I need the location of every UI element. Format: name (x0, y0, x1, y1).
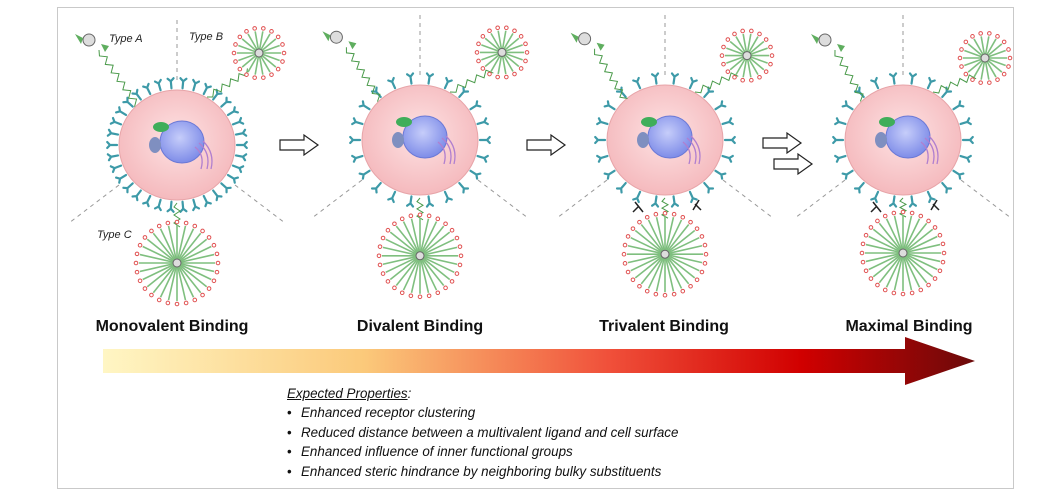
stage-label-divalent: Divalent Binding (356, 318, 484, 335)
type-c-label: Type C (97, 229, 132, 241)
process-arrows (279, 131, 814, 176)
type-a-ligand (322, 30, 357, 50)
vesicle (392, 132, 404, 148)
stage-arrow-3a (762, 131, 803, 155)
ligand-tether (98, 49, 138, 107)
cells-layer (68, 12, 1013, 307)
receptors (594, 72, 736, 208)
guide-line (234, 184, 286, 224)
type-b-ligand (957, 31, 1013, 85)
type-b-ligand (474, 25, 530, 80)
mitochondrion (396, 117, 412, 127)
property-item: Enhanced receptor clustering (287, 403, 678, 422)
type-c-ligand (133, 219, 221, 307)
stage-label-maximal: Maximal Binding (845, 318, 973, 335)
stage-label-monovalent: Monovalent Binding (95, 318, 249, 335)
cell-stage-1 (68, 17, 287, 307)
type-b-label: Type B (189, 31, 224, 43)
golgi-apparatus (194, 140, 213, 170)
mitochondrion (641, 117, 657, 127)
stage-label-trivalent: Trivalent Binding (599, 318, 729, 335)
mitochondrion (879, 117, 895, 127)
ligand-tether (694, 72, 739, 94)
type-c-ligand (376, 212, 464, 300)
type-c-ligand (621, 210, 709, 298)
golgi-apparatus (920, 135, 939, 165)
steric-substituents (870, 199, 940, 213)
type-a-ligand (811, 33, 845, 52)
type-a-label: Type A (109, 33, 143, 45)
stage-arrow-2 (526, 133, 567, 157)
properties-heading: Expected Properties (287, 386, 408, 401)
receptors (349, 72, 491, 208)
property-item: Reduced distance between a multivalent l… (287, 423, 678, 442)
ligand-tether (834, 49, 864, 102)
guide-line (960, 179, 1012, 219)
cell-stage-4 (794, 12, 1013, 297)
binding-strength-gradient-arrow (103, 337, 975, 385)
golgi-apparatus (437, 135, 456, 165)
type-a-ligand (75, 33, 109, 52)
ligand-tether (660, 197, 670, 219)
cell-stage-2 (311, 12, 530, 300)
mitochondrion (153, 122, 169, 132)
stage-arrow-3b (773, 152, 814, 176)
ligand-tether (416, 197, 424, 221)
golgi-apparatus (682, 135, 701, 165)
type-a-ligand (570, 32, 605, 51)
guide-line (68, 184, 120, 224)
properties-list: Enhanced receptor clustering Reduced dis… (287, 403, 678, 481)
property-item: Enhanced influence of inner functional g… (287, 442, 678, 461)
ligand-tether (173, 202, 181, 228)
stage-arrow-1 (279, 133, 320, 157)
property-item: Enhanced steric hindrance by neighboring… (287, 462, 678, 481)
ligand-tether (898, 197, 908, 218)
ligand-tether (345, 47, 381, 102)
vesicle (637, 132, 649, 148)
vesicle (149, 137, 161, 153)
type-b-ligand (231, 26, 287, 80)
ligand-tether (594, 48, 628, 99)
guide-line (477, 179, 529, 219)
receptors (832, 72, 974, 208)
guide-line (556, 179, 608, 219)
properties-heading-colon: : (407, 386, 412, 401)
ligand-tether (206, 68, 248, 98)
type-b-ligand (719, 28, 775, 83)
gradient-arrow (103, 337, 975, 385)
guide-line (722, 179, 774, 219)
type-c-ligand (859, 209, 947, 297)
cell-stage-3 (556, 12, 775, 298)
vesicle (875, 132, 887, 148)
guide-line (311, 179, 363, 219)
guide-line (794, 179, 846, 219)
receptors (106, 77, 248, 213)
expected-properties: Expected Properties: Enhanced receptor c… (287, 384, 678, 481)
ligand-tether (932, 74, 977, 94)
steric-substituents (632, 199, 702, 213)
ligand-tether (449, 69, 494, 93)
